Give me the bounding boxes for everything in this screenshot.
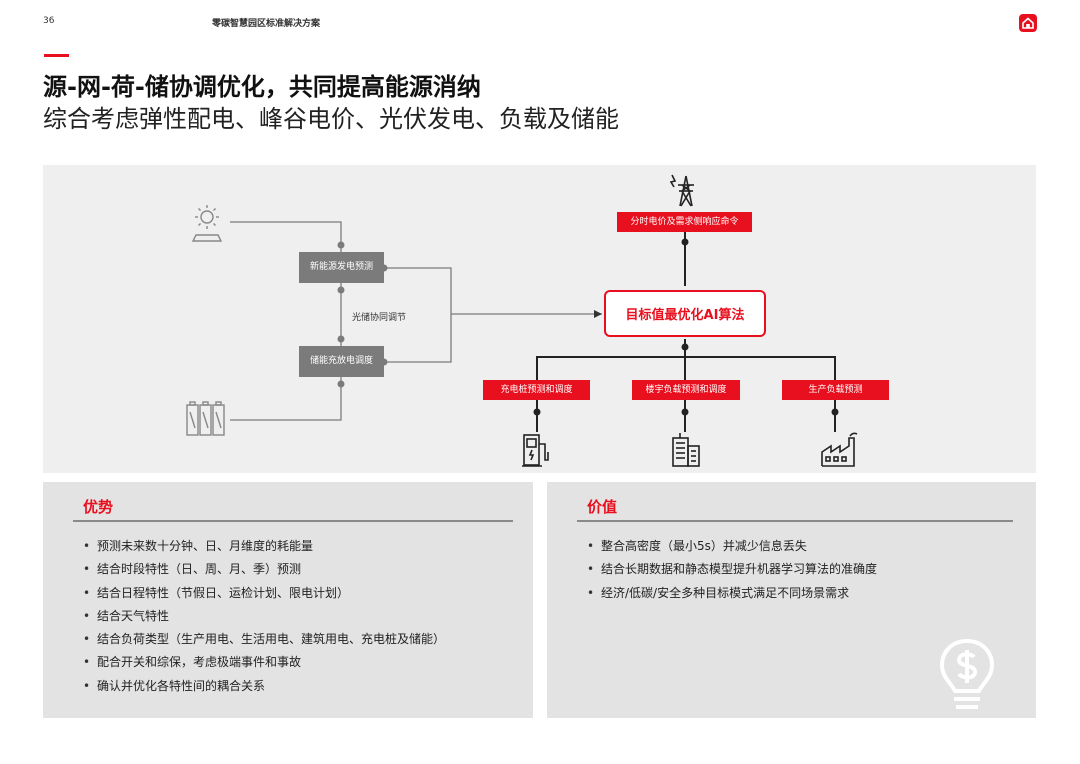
list-item: 结合时段特性（日、周、月、季）预测 — [83, 558, 445, 582]
list-item: 整合高密度（最小5s）并减少信息丢失 — [587, 535, 877, 559]
grid-command-box: 分时电价及需求侧响应命令 — [617, 212, 752, 232]
list-item: 预测未来数十分钟、日、月维度的耗能量 — [83, 535, 445, 559]
advantages-rule — [73, 520, 513, 522]
charger-output-box: 充电桩预测和调度 — [483, 380, 590, 400]
list-item: 结合天气特性 — [83, 605, 445, 629]
value-list: 整合高密度（最小5s）并减少信息丢失 结合长期数据和静态模型提升机器学习算法的准… — [587, 535, 877, 605]
battery-icon — [186, 401, 225, 436]
list-item: 结合日程特性（节假日、运检计划、限电计划） — [83, 582, 445, 606]
value-rule — [577, 520, 1013, 522]
home-logo-icon — [1019, 14, 1037, 32]
page-subtitle: 综合考虑弹性配电、峰谷电价、光伏发电、负载及储能 — [43, 105, 619, 133]
charger-icon — [522, 434, 549, 467]
advantages-title: 优势 — [83, 498, 114, 516]
advantages-list: 预测未来数十分钟、日、月维度的耗能量 结合时段特性（日、周、月、季）预测 结合日… — [83, 535, 445, 698]
list-item: 确认并优化各特性间的耦合关系 — [83, 675, 445, 699]
coordination-label: 光储协同调节 — [352, 313, 407, 323]
list-item: 配合开关和综保，考虑极端事件和事故 — [83, 651, 445, 675]
production-output-box: 生产负载预测 — [782, 380, 889, 400]
page-number: 36 — [43, 16, 55, 26]
document-title: 零碳智慧园区标准解决方案 — [212, 19, 321, 29]
lightbulb-dollar-icon — [939, 638, 995, 709]
advantages-panel: 优势 预测未来数十分钟、日、月维度的耗能量 结合时段特性（日、周、月、季）预测 … — [43, 482, 533, 718]
list-item: 经济/低碳/安全多种目标模式满足不同场景需求 — [587, 582, 877, 606]
list-item: 结合负荷类型（生产用电、生活用电、建筑用电、充电桩及储能） — [83, 628, 445, 652]
title-accent-bar — [44, 54, 69, 57]
list-item: 结合长期数据和静态模型提升机器学习算法的准确度 — [587, 558, 877, 582]
value-panel: 价值 整合高密度（最小5s）并减少信息丢失 结合长期数据和静态模型提升机器学习算… — [547, 482, 1036, 718]
factory-icon — [821, 432, 858, 467]
forecast-box: 新能源发电预测 — [299, 252, 384, 283]
power-tower-icon — [669, 174, 694, 207]
building-output-box: 楼宇负载预测和调度 — [632, 380, 740, 400]
building-icon — [672, 433, 700, 467]
solar-sun-icon — [191, 205, 223, 242]
ai-algorithm-box: 目标值最优化AI算法 — [604, 290, 766, 337]
storage-box: 储能充放电调度 — [299, 346, 384, 377]
value-title: 价值 — [587, 498, 618, 516]
diagram-area — [43, 165, 1036, 473]
page-title: 源-网-荷-储协调优化，共同提高能源消纳 — [43, 73, 481, 101]
